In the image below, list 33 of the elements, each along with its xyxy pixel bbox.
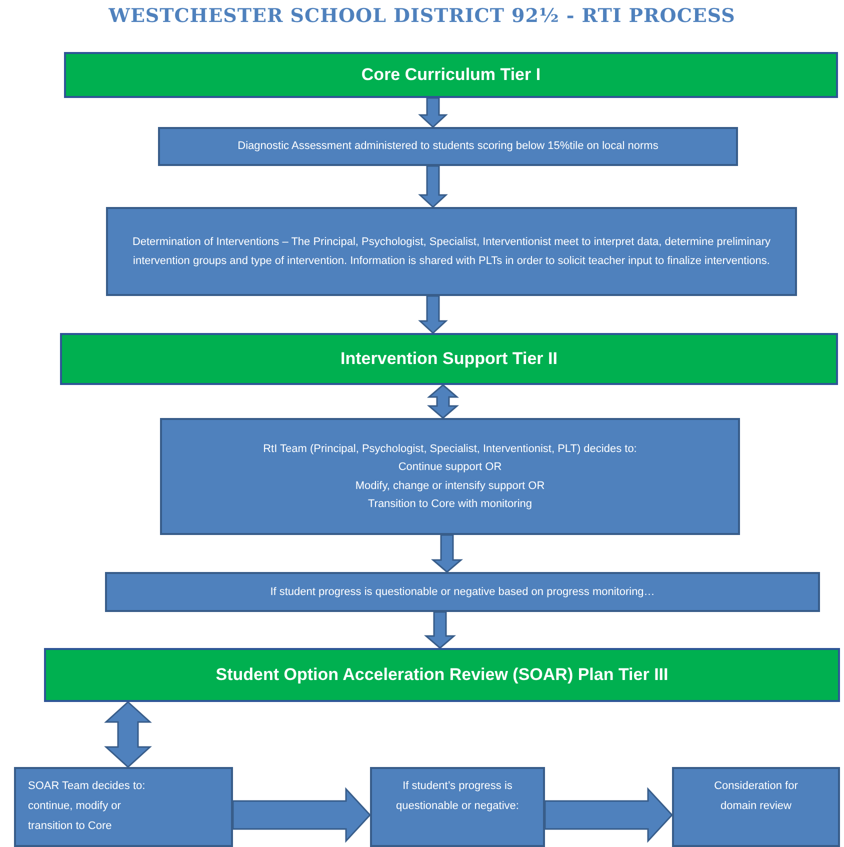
box-text: Determination of Interventions – The Principal, Psychologist, Specialist, Interventionist meet to interpret data, determine preliminary intervention groups and type of intervention. Information is shared with PLTs in order to solicit teacher input to finalize interventions. — [132, 235, 771, 268]
process-box — [106, 207, 797, 296]
box-text: Transition to Core with monitoring — [368, 496, 532, 512]
box-text: Intervention Support Tier II — [340, 348, 558, 370]
block-arrow — [544, 787, 674, 843]
tier-banner — [64, 52, 838, 98]
block-arrow — [418, 97, 448, 128]
tier-banner — [44, 648, 840, 702]
block-arrow — [430, 534, 464, 573]
process-box — [672, 767, 840, 847]
block-arrow — [418, 165, 448, 208]
box-text: Modify, change or intensify support OR — [355, 478, 545, 494]
box-text: Diagnostic Assessment administered to students scoring below 15%tile on local norms — [238, 139, 658, 154]
block-arrow — [232, 787, 372, 843]
box-text: If student’s progress is questionable or negative: — [396, 779, 519, 814]
box-text: Consideration for domain review — [713, 779, 799, 814]
process-box — [14, 767, 233, 847]
block-arrow — [104, 700, 152, 768]
block-arrow — [424, 611, 456, 649]
box-text: SOAR Team decides to: continue, modify or transition to Core — [28, 779, 146, 834]
process-box — [105, 572, 820, 612]
diagram-title: WESTCHESTER SCHOOL DISTRICT 92½ - RTI PROCESS — [108, 4, 736, 29]
box-text: RtI Team (Principal, Psychologist, Specialist, Interventionist, PLT) decides to: — [263, 442, 637, 458]
box-text: Continue support OR — [398, 460, 502, 476]
tier-banner — [60, 333, 838, 385]
block-arrow — [418, 295, 448, 334]
box-text: Core Curriculum Tier I — [361, 64, 541, 86]
process-box — [158, 127, 738, 166]
process-box — [160, 418, 740, 535]
process-box — [370, 767, 545, 847]
box-text: If student progress is questionable or negative based on progress monitoring… — [270, 584, 655, 600]
box-text: Student Option Acceleration Review (SOAR) Plan Tier III — [216, 664, 668, 686]
block-arrow — [426, 384, 460, 419]
